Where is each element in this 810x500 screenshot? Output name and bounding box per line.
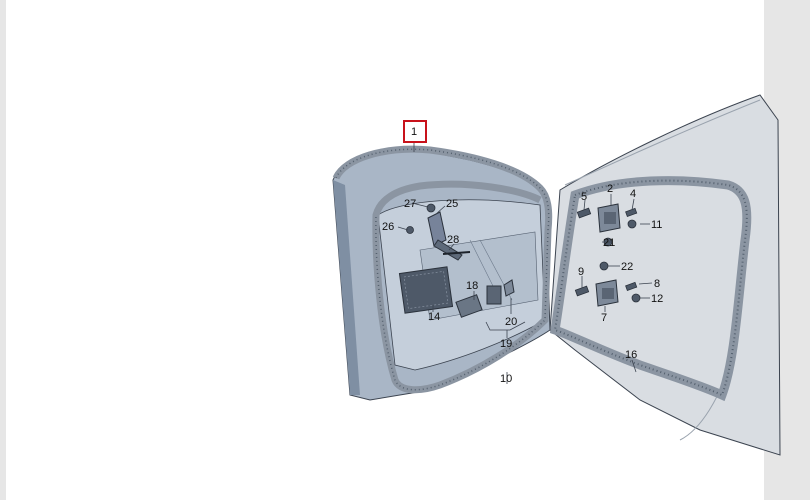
callout-27[interactable]: 27 [404,198,416,210]
fasteners [406,203,641,303]
callout-22[interactable]: 22 [621,261,633,273]
callout-20[interactable]: 20 [505,316,517,328]
callout-1[interactable]: 1 [411,126,417,138]
door-module-14 [398,266,454,314]
callout-16[interactable]: 16 [625,349,637,361]
callout-28[interactable]: 28 [447,234,459,246]
body-opening-seal [549,176,752,402]
lock-parts [455,279,515,318]
callout-14[interactable]: 14 [428,311,440,323]
lower-hinge [595,279,619,307]
leader-lines [397,142,653,384]
callout-19[interactable]: 19 [500,338,512,350]
callout-10[interactable]: 10 [500,373,512,385]
callout-5[interactable]: 5 [581,191,587,203]
selected-part-highlight [403,120,427,143]
callout-11[interactable]: 11 [651,219,662,231]
callout-labels: 1 2 4 5 11 21 22 9 8 12 7 16 10 14 18 19… [382,126,663,385]
callout-26[interactable]: 26 [382,221,394,233]
callout-25[interactable]: 25 [446,198,458,210]
callout-9[interactable]: 9 [578,266,584,278]
callout-4[interactable]: 4 [630,188,636,200]
callout-7[interactable]: 7 [601,312,607,324]
callout-18[interactable]: 18 [466,280,478,292]
callout-2[interactable]: 2 [607,183,613,195]
callout-21[interactable]: 21 [603,237,615,249]
callout-12[interactable]: 12 [651,293,663,305]
callout-8[interactable]: 8 [654,278,660,290]
door-seal [332,145,553,394]
upper-hinge [597,203,621,233]
